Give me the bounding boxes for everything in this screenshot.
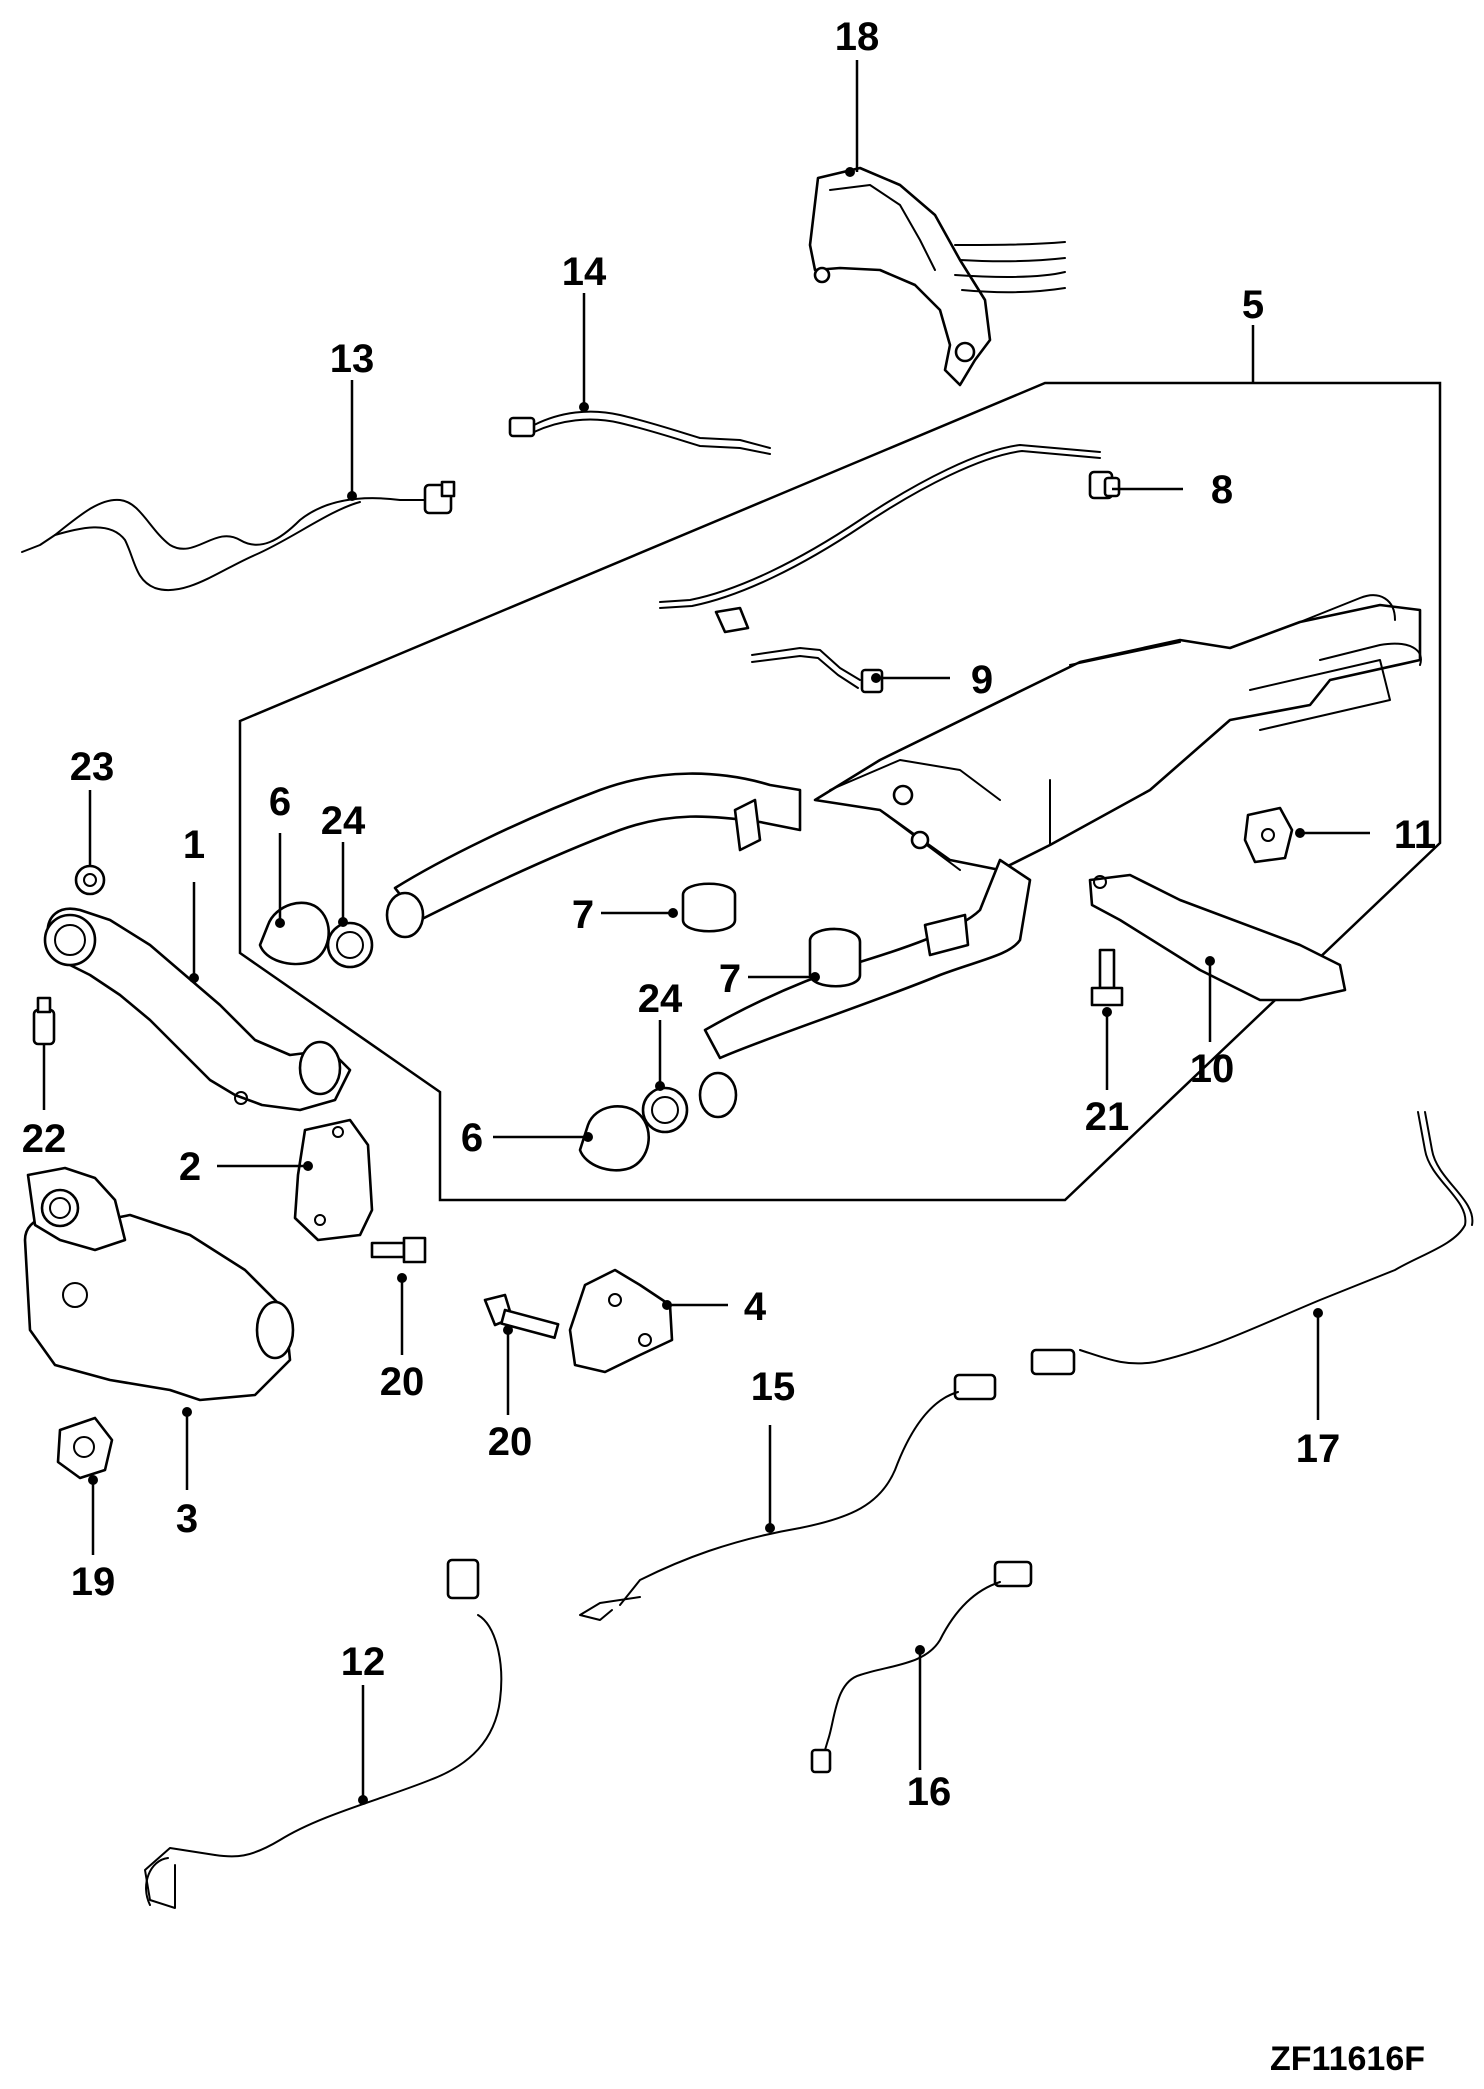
callout-6a: 6 — [269, 780, 291, 824]
part-14-sensor-cable — [508, 402, 771, 455]
part-24-gasket-upper — [326, 917, 374, 969]
intermediate-pipes — [393, 772, 1032, 1060]
part-23-gasket — [74, 864, 106, 896]
callout-23: 23 — [70, 745, 115, 789]
part-3-catalytic-converter — [23, 1166, 295, 1417]
callout-14: 14 — [562, 250, 607, 294]
part-4-mount-bracket — [568, 1268, 674, 1374]
callout-11: 11 — [1394, 813, 1436, 857]
rear-silencer-assembly — [813, 594, 1422, 872]
callout-8: 8 — [1211, 468, 1233, 512]
part-6-clamp-upper — [258, 901, 330, 966]
pipe-flange-upper — [385, 891, 425, 939]
part-21-bolt — [1090, 948, 1124, 1017]
callout-12: 12 — [341, 1640, 386, 1684]
callout-18: 18 — [835, 15, 880, 59]
part-20-bolt-upper — [370, 1236, 427, 1283]
part-22-plug — [32, 996, 56, 1046]
callout-20a: 20 — [380, 1360, 425, 1404]
callout-3: 3 — [176, 1497, 198, 1541]
part-18-heat-shield — [808, 166, 1066, 387]
part-24-gasket-lower — [641, 1081, 689, 1134]
callout-10: 10 — [1190, 1047, 1235, 1091]
part-8-sensor-pipe — [659, 444, 1121, 609]
callout-22: 22 — [22, 1117, 67, 1161]
callout-9: 9 — [971, 658, 993, 702]
part-11-insulator — [1243, 806, 1305, 864]
part-20-bolt-lower — [483, 1293, 560, 1340]
part-17-sensor — [1030, 1111, 1474, 1376]
callout-19: 19 — [71, 1560, 116, 1604]
callout-21: 21 — [1085, 1095, 1130, 1139]
callout-20b: 20 — [488, 1420, 533, 1464]
diagram-reference-code: ZF11616F — [1270, 2040, 1425, 2078]
part-19-flange-gasket — [56, 1416, 114, 1485]
callout-15: 15 — [751, 1365, 796, 1409]
callout-2: 2 — [179, 1145, 201, 1189]
callout-5: 5 — [1242, 283, 1264, 327]
callout-6b: 6 — [461, 1116, 483, 1160]
part-6-clamp-lower — [578, 1105, 650, 1172]
part-2-heat-shield-plate — [293, 1118, 374, 1242]
callout-4: 4 — [744, 1285, 767, 1329]
assembly-5-outline — [238, 381, 1442, 1202]
part-9-sensor — [714, 606, 884, 694]
callout-13: 13 — [330, 337, 375, 381]
callout-24b: 24 — [638, 977, 683, 1021]
part-1-front-pipe — [43, 907, 352, 1112]
callout-24a: 24 — [321, 799, 366, 843]
part-10-bracket — [1088, 873, 1347, 1002]
callout-1: 1 — [183, 823, 205, 867]
callout-7b: 7 — [719, 957, 741, 1001]
pipe-flange-lower — [698, 1071, 738, 1119]
part-7-mount-lower — [808, 927, 862, 988]
part-15-sensor — [579, 1373, 997, 1621]
part-12-sensor — [144, 1558, 503, 1909]
part-13-sensor-harness — [21, 480, 456, 591]
part-7-mount-upper — [668, 882, 737, 933]
part-16-sensor — [810, 1560, 1033, 1774]
callout-7a: 7 — [572, 893, 594, 937]
callout-16: 16 — [907, 1770, 952, 1814]
callout-17: 17 — [1296, 1427, 1341, 1471]
